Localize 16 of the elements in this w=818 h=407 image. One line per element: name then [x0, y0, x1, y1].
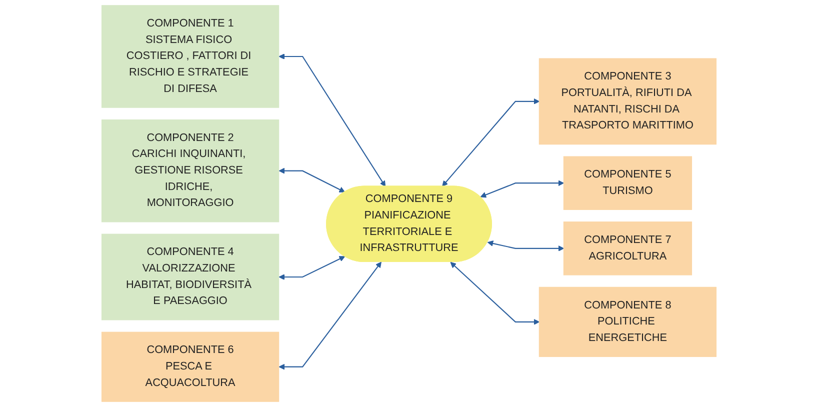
node-box: COMPONENTE 3 PORTUALITÀ, RIFIUTI DA NATANTI, RISCHI DA TRASPORTO MARITTIMO — [538, 58, 717, 145]
arrow — [278, 168, 346, 192]
arrow — [278, 256, 346, 280]
arrow — [278, 262, 382, 370]
arrow — [278, 54, 386, 187]
node-box: COMPONENTE 2 CARICHI INQUINANTI, GESTIONE RISORSE IDRICHE, MONITORAGGIO — [101, 119, 280, 222]
arrow — [487, 240, 564, 252]
arrow — [480, 180, 564, 198]
arrow — [442, 98, 540, 187]
arrow — [450, 262, 540, 325]
node-box: COMPONENTE 6 PESCA E ACQUACOLTURA — [101, 332, 280, 402]
node-box: COMPONENTE 1 SISTEMA FISICO COSTIERO , FATTORI DI RISCHIO E STRATEGIE DI DIFESA — [101, 5, 280, 108]
node-box: COMPONENTE 7 AGRICOLTURA — [563, 222, 692, 276]
node-box: COMPONENTE 5 TURISMO — [563, 156, 692, 210]
node-box: COMPONENTE 8 POLITICHE ENERGETICHE — [538, 286, 717, 357]
node-box: COMPONENTE 4 VALORIZZAZIONE HABITAT, BIODIVERSITÀ E PAESAGGIO — [101, 234, 280, 320]
